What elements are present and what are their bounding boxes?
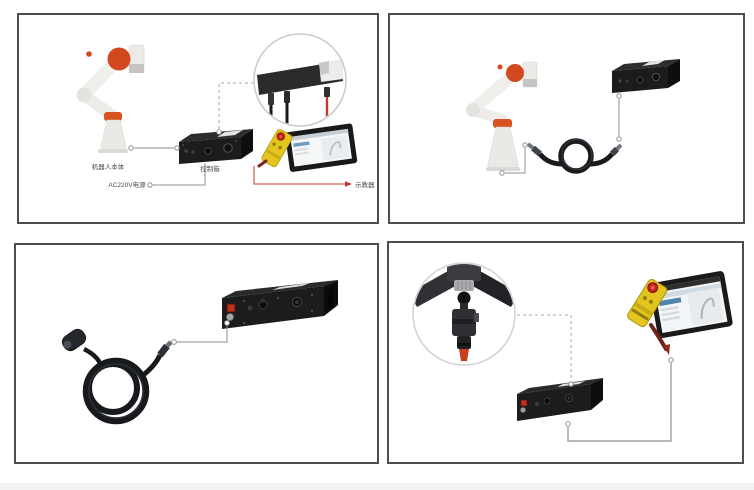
robot-to-box-line xyxy=(128,145,180,151)
inset-to-box-dashed-line xyxy=(517,314,574,387)
system-overview-illustration: 机器人本体 控制箱 AC220V电源 示教器 xyxy=(76,33,375,189)
control-box-illustration xyxy=(517,378,603,421)
teach-pendant-illustration xyxy=(627,271,733,355)
control-box-illustration xyxy=(179,129,253,164)
robot-arm-illustration xyxy=(466,61,538,171)
control-box-illustration xyxy=(612,59,680,93)
robot-arm-illustration xyxy=(76,44,145,153)
cable-to-box-line xyxy=(171,320,230,345)
box-to-cable-line xyxy=(616,93,622,142)
control-box-illustration xyxy=(222,280,338,329)
robot-cable-illustration-coil xyxy=(526,138,623,174)
panel-teach-pendant-connection xyxy=(387,241,744,464)
label-control-box: 控制箱 xyxy=(200,164,220,173)
connector-detail-inset xyxy=(412,262,516,366)
connection-detail-inset xyxy=(253,33,347,127)
teach-pendant-illustration xyxy=(257,123,358,172)
label-robot-body: 机器人本体 xyxy=(92,162,125,171)
panel-power-cable-connection xyxy=(14,243,379,464)
panel-system-overview: 机器人本体 控制箱 AC220V电源 示教器 xyxy=(17,13,379,224)
label-teach-pendant: 示教器 xyxy=(355,180,375,189)
power-to-box-line xyxy=(147,163,206,188)
robot-to-cable-line xyxy=(499,142,528,176)
power-cable-illustration xyxy=(61,280,338,425)
page-bottom-strip xyxy=(0,483,754,490)
robot-cable-illustration xyxy=(466,59,680,176)
power-cable-illustration-coil xyxy=(61,328,173,425)
teach-pendant-connection-illustration xyxy=(412,262,733,442)
inset-to-box-dashed-line xyxy=(216,82,253,135)
pendant-line-red xyxy=(253,166,352,187)
panel-robot-cable-connection xyxy=(388,13,745,224)
pendant-to-box-line xyxy=(565,357,674,442)
label-power-supply: AC220V电源 xyxy=(108,180,146,189)
